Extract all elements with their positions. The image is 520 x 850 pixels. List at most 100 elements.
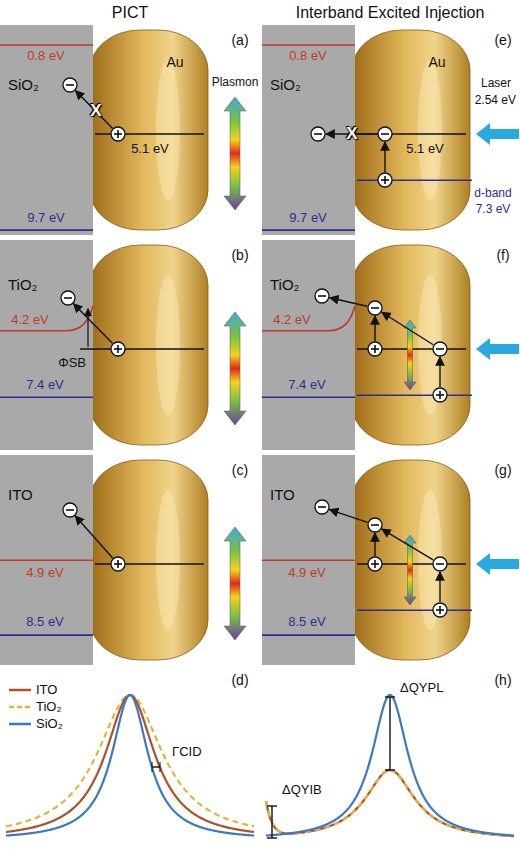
energy-level-label: 4.9 eV [26,566,64,581]
panel-illustration [0,25,246,235]
charge-bar [314,133,322,135]
charge-bar [66,84,74,86]
energy-level-label: 4.9 eV [288,566,326,581]
panel-illustration [262,240,519,450]
electron-symbol [433,557,447,571]
energy-level-label: 7.3 eV [476,203,511,217]
charge-circle [378,127,392,141]
transfer-arrow [330,298,367,306]
hole-symbol [111,557,125,571]
charge-bar [66,509,74,511]
metal-name: Au [166,54,183,70]
photon-energy-label: 2.54 eV [475,94,516,108]
panel-letter: (g) [494,462,511,478]
material-name: SiO₂ [270,76,301,93]
substrate-block: TiO₂4.2 eV7.4 eV [262,240,355,450]
charge-circle [433,388,447,402]
energy-level-label: 9.7 eV [289,211,327,226]
laser-arrow [476,123,519,145]
spectra [6,695,514,838]
substrate-block [262,25,355,235]
ito-spectrum [6,695,254,832]
charge-circle [315,500,329,514]
transfer-arrow [384,142,385,172]
laser-arrow [476,553,519,575]
legend-entry: SiO₂ [8,716,63,731]
plasmon-arrow [224,97,246,210]
transfer-arrow [382,529,433,560]
hole-symbol [368,557,382,571]
laser-arrow [476,338,519,360]
gold-nanorod [352,460,470,660]
energy-level-label: 4.2 eV [11,313,49,328]
legend-line [9,705,31,708]
charge-circle [63,78,77,92]
fermi-level [80,348,204,350]
pl-bracket [389,697,390,770]
barrier-label: ΦSB [58,356,86,371]
fermi-level-label: 5.1 eV [406,142,444,157]
rod-highlight [156,490,180,630]
energy-level-label: 7.4 eV [288,378,326,393]
ib-bracket-cap [267,837,277,838]
substrate-block [0,25,93,235]
tio2-spectrum [6,695,254,826]
transfer-arrow [330,510,368,523]
charge-circle [368,518,382,532]
valence-band [262,229,355,231]
charge-circle [63,503,77,517]
substrate-block: ITO4.9 eV8.5 eV [262,455,355,665]
charge-circle [368,342,382,356]
material-name: SiO₂ [8,76,39,93]
ib-bracket [271,806,272,838]
charge-circle [433,603,447,617]
transfer-arrow [374,316,375,341]
panel-letter: (e) [494,32,511,48]
charge-circle [111,342,125,356]
blocked-mark: X [90,101,101,121]
charge-bar [371,307,379,309]
quantum-yield-change-label: ΔQYPL [400,681,443,696]
substrate-block [262,240,355,450]
electron-symbol [63,78,77,92]
charge-circle [368,557,382,571]
legend-text: TiO₂ [36,699,62,714]
laser-label: Laser [481,77,511,91]
hole-symbol [368,342,382,356]
hole-symbol [433,603,447,617]
pl-bracket-cap [385,696,395,697]
electron-symbol [433,342,447,356]
pl-bracket-cap [385,769,395,770]
electron-symbol [368,301,382,315]
d-band-label: d-band [474,187,511,201]
linewidth-bar [152,766,160,767]
charge-circle [433,342,447,356]
plasmon-arrow [224,312,246,425]
electron-symbol [368,518,382,532]
sio2-spectrum [6,695,254,836]
conduction-band [0,44,93,46]
electron-symbol [61,291,75,305]
valence-band [262,634,355,636]
transfer-arrow [374,533,375,556]
charge-circle [315,289,329,303]
panel-letter: (a) [231,32,248,48]
charge-bar [371,524,379,526]
charge-circle [368,301,382,315]
hole-symbol [378,173,392,187]
rod-highlight [156,275,180,415]
d-band-level [357,394,472,396]
charge-bar [381,133,389,135]
transfer-arrow [439,572,440,602]
electron-symbol [315,500,329,514]
linewidth-label: ΓCID [172,745,202,760]
charge-circle [111,557,125,571]
substrate-block: TiO₂4.2 eV7.4 eV [0,240,93,450]
energy-level-label: 4.2 eV [273,313,311,328]
panel-letter: (d) [231,672,248,688]
panel-letter: (h) [494,672,511,688]
energy-level-label: 9.7 eV [27,211,65,226]
panel-illustration [0,455,246,665]
column-heading: Interband Excited Injection [296,4,485,22]
